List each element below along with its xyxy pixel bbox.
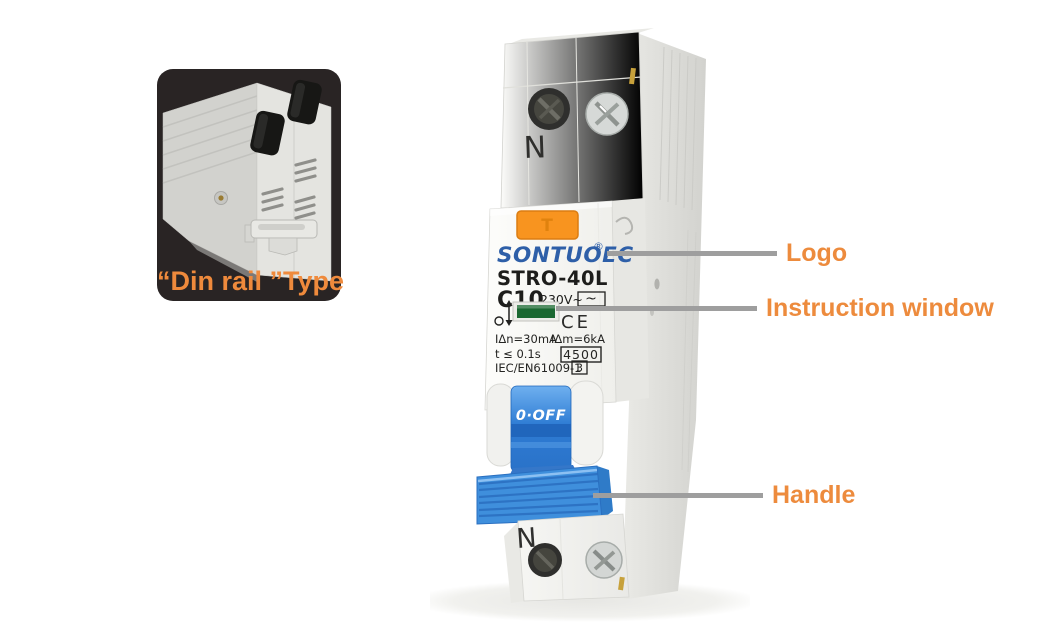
spec-residual-current: IΔn=30mA	[495, 332, 557, 346]
callout-logo-label: Logo	[786, 239, 848, 267]
spec-breaking-current: IΔm=6kA	[551, 332, 605, 346]
din-rail-back-view	[162, 79, 332, 282]
brand-logo: SONTUOEC	[497, 243, 634, 268]
callout-handle-leader-line	[593, 492, 763, 498]
test-button: T	[516, 210, 579, 240]
energy-class-box	[571, 360, 588, 375]
rocker-state-label: 0·OFF	[516, 408, 566, 424]
handle-highlight	[477, 468, 598, 483]
top-block-seam-v1	[526, 41, 530, 206]
rocker-housing-left	[486, 383, 515, 467]
spec-block: IΔn=30mA IΔm=6kA t ≤ 0.1s 4500 IEC/EN610…	[495, 332, 605, 375]
callout-instruction-window: Instruction window	[556, 293, 994, 323]
breaker-handle	[476, 465, 613, 525]
callout-instruction-label: Instruction window	[766, 294, 994, 322]
terminal-label-bottom: N	[515, 523, 537, 555]
breaker-side-ridges	[659, 46, 697, 473]
clip-hook-detail	[615, 216, 634, 235]
inset-screw-hole	[214, 191, 228, 205]
breaking-capacity-box	[560, 346, 602, 363]
circuit-breaker-photo: N T SONTUOEC ® STRO-40L C10 230V~ ~	[430, 28, 750, 622]
din-rail-inset: “Din rail ”Type	[157, 69, 345, 301]
spec-standard: IEC/EN61009-1	[495, 361, 581, 375]
inset-vent-slots	[261, 158, 317, 220]
terminal-label-top: N	[523, 130, 547, 166]
inset-terminal-opening-upper	[287, 79, 322, 125]
spec-trip-time: t ≤ 0.1s	[495, 347, 541, 361]
top-block-seam	[502, 76, 642, 89]
terminal-screw-silver-bottom	[585, 541, 623, 579]
test-indicator-icon	[494, 300, 513, 326]
registered-mark: ®	[593, 240, 604, 253]
callout-logo: Logo	[607, 238, 847, 268]
spec-breaking-capacity: 4500	[563, 347, 599, 362]
callout-instruction-leader-line	[556, 305, 757, 311]
bottom-block-front	[517, 513, 630, 602]
callout-handle-label: Handle	[772, 481, 856, 509]
inset-terminal-opening-lower	[250, 110, 285, 156]
brass-pin-bottom	[618, 576, 625, 591]
model-number: STRO-40L	[497, 267, 608, 290]
inset-ridge-lines	[162, 95, 258, 184]
callout-handle: Handle	[593, 480, 855, 510]
handle-ribs	[478, 472, 599, 518]
terminal-screw-dark-top	[528, 88, 570, 130]
callout-logo-leader-line	[607, 250, 777, 256]
din-rail-caption: “Din rail ”Type	[157, 266, 345, 296]
inset-din-clip	[244, 219, 318, 256]
ce-mark: CE	[561, 312, 591, 333]
spec-energy-class: 3	[576, 362, 583, 375]
instruction-window	[512, 301, 560, 322]
brass-pin-top	[629, 67, 636, 85]
rocker-switch: 0·OFF	[510, 385, 572, 473]
mid-band-bevel	[610, 198, 649, 402]
ac-symbol: ~	[585, 291, 597, 307]
mid-band-seam	[597, 202, 603, 401]
terminal-screw-silver-top	[585, 92, 629, 136]
inset-bottom-shade	[189, 241, 257, 282]
rocker-housing-right	[568, 380, 604, 466]
test-button-mark: T	[541, 216, 553, 236]
top-block-seam-v2	[575, 37, 580, 203]
terminal-screw-dark-bottom	[528, 543, 562, 577]
side-pin-hole	[654, 278, 660, 290]
